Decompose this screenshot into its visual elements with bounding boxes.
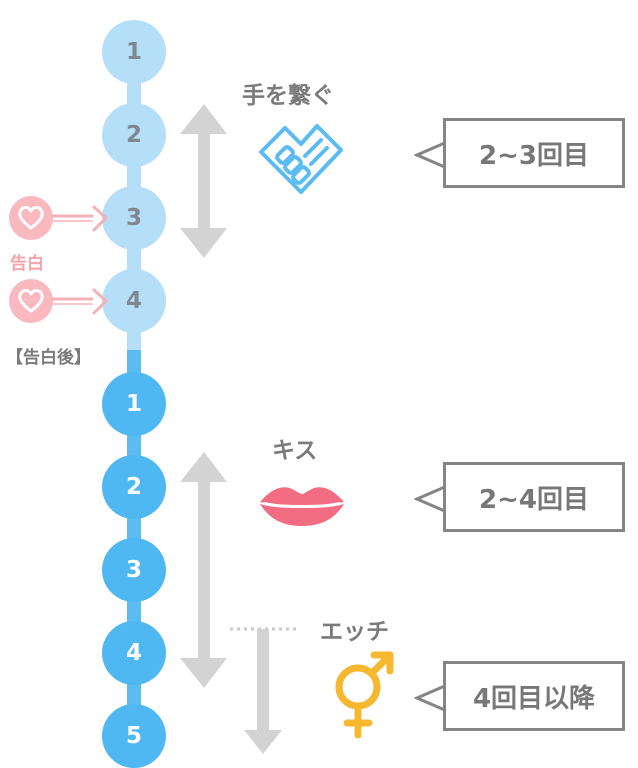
step-node: 1: [102, 20, 166, 84]
step-node: 5: [102, 704, 166, 768]
confession-heart-marker: [9, 279, 108, 323]
milestone-label-sex: エッチ: [320, 619, 389, 645]
step-node: 3: [102, 538, 166, 602]
range-arrow-sex: [230, 627, 298, 754]
milestone-label-hand-holding: 手を繋ぐ: [242, 83, 334, 109]
callout-sex-timing: 4回目以降: [443, 661, 625, 731]
step-node: 2: [102, 455, 166, 519]
step-node: 2: [102, 103, 166, 167]
handshake-heart-icon: [259, 124, 343, 194]
step-node: 4: [102, 621, 166, 685]
lips-icon: [260, 487, 344, 526]
step-node: 4: [102, 269, 166, 333]
gender-symbol-icon: [335, 651, 394, 739]
callout-pointer: [414, 683, 448, 713]
after-confession-label: 【告白後】: [6, 348, 91, 368]
range-arrow-hand-holding: [180, 104, 227, 258]
confession-heart-marker: [9, 196, 108, 240]
range-arrow-kiss: [180, 452, 227, 688]
step-node: 1: [102, 372, 166, 436]
callout-hand-holding-timing: 2~3回目: [443, 118, 625, 188]
callout-pointer: [414, 484, 448, 514]
milestone-label-kiss: キス: [272, 438, 318, 464]
step-node: 3: [102, 186, 166, 250]
callout-pointer: [414, 140, 448, 170]
confession-label: 告白: [10, 254, 44, 274]
callout-kiss-timing: 2~4回目: [443, 462, 625, 532]
